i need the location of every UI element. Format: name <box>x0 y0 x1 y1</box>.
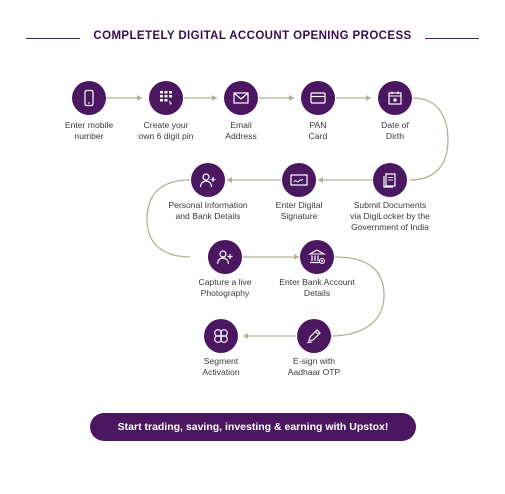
signature-icon <box>290 174 308 186</box>
pen-icon <box>306 329 321 344</box>
title-row: COMPLETELY DIGITAL ACCOUNT OPENING PROCE… <box>0 28 505 48</box>
connector-5-6 <box>409 97 449 181</box>
step-submit-node <box>373 163 407 197</box>
add-user-icon <box>199 173 216 188</box>
keypad-icon <box>160 91 172 105</box>
envelope-icon <box>233 92 249 104</box>
card-icon <box>310 92 326 104</box>
step-pan-label: PAN Card <box>308 120 328 141</box>
page-title: COMPLETELY DIGITAL ACCOUNT OPENING PROCE… <box>93 30 412 42</box>
segments-icon <box>214 329 228 343</box>
title-rule-left <box>26 38 80 39</box>
documents-icon <box>383 173 396 188</box>
step-esign-label: E-sign with Aadhaar OTP <box>287 356 341 377</box>
calendar-icon <box>388 91 402 105</box>
step-bank-node <box>300 240 334 274</box>
step-esign-node <box>297 319 331 353</box>
bank-icon <box>308 249 326 264</box>
step-bank-label: Enter Bank Account Details <box>279 277 355 298</box>
add-user-icon <box>216 250 233 265</box>
step-personal-label: Personal Information and Bank Details <box>168 200 248 221</box>
step-segment-node <box>204 319 238 353</box>
step-personal-node <box>191 163 225 197</box>
step-mobile-label: Enter mobile number <box>64 120 114 141</box>
cta-button[interactable]: Start trading, saving, investing & earni… <box>90 413 416 441</box>
step-photo-node <box>208 240 242 274</box>
mobile-phone-icon <box>84 89 94 107</box>
title-rule-right <box>425 38 479 39</box>
connector-8-9 <box>146 179 191 258</box>
step-signature-label: Enter Digital Signature <box>275 200 323 221</box>
step-signature-node <box>282 163 316 197</box>
step-dob-node <box>378 81 412 115</box>
step-pin-label: Create your own 6 digit pin <box>138 120 194 141</box>
step-segment-label: Segment Activation <box>202 356 240 377</box>
step-mobile-node <box>72 81 106 115</box>
step-pan-node <box>301 81 335 115</box>
connector-10-11 <box>329 256 385 337</box>
step-email-label: Email Address <box>225 120 257 141</box>
step-photo-label: Capture a live Photography <box>198 277 252 298</box>
step-submit-label: Submit Documents via DigiLocker by the G… <box>350 200 430 232</box>
step-pin-node <box>149 81 183 115</box>
step-dob-label: Date of Dirth <box>381 120 409 141</box>
step-email-node <box>224 81 258 115</box>
